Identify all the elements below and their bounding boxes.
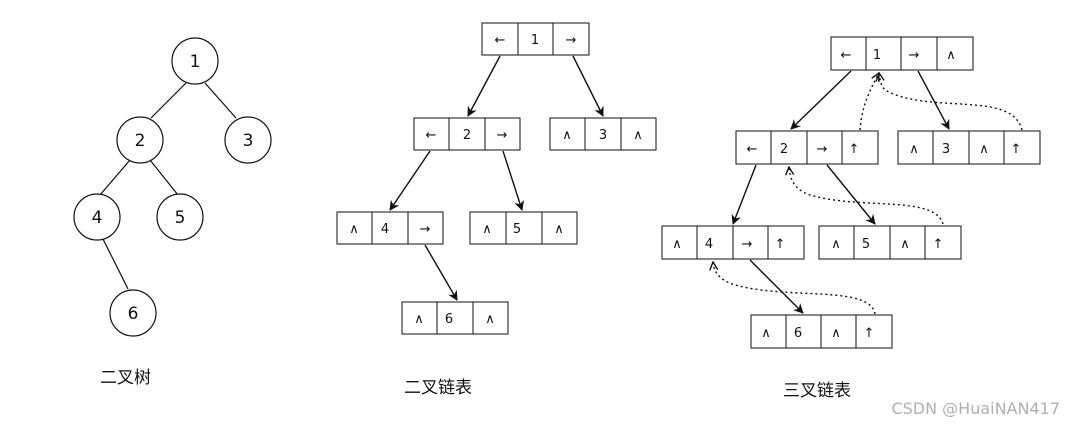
tll-pointer-4-6 — [749, 259, 804, 314]
tll-parent-pointer-6-4 — [713, 262, 876, 315]
tree-node-4-label: 4 — [92, 208, 103, 228]
bll-node-5: ∧ 5 ∧ — [469, 211, 578, 245]
tll-node-5-parent: ↑ — [933, 237, 944, 252]
bll-node-1: ← 1 → — [481, 22, 590, 56]
tree-node-6: 6 — [109, 289, 157, 337]
tree-node-1-label: 1 — [190, 52, 201, 72]
bll-node-5-left: ∧ — [482, 222, 492, 237]
binary-linked-list-caption: 二叉链表 — [404, 378, 472, 398]
tree-node-2-label: 2 — [135, 131, 146, 151]
tll-child-pointers — [731, 70, 950, 314]
tll-node-6-data: 6 — [794, 326, 802, 341]
tll-node-5-left: ∧ — [831, 237, 841, 252]
bll-node-6-left: ∧ — [414, 312, 424, 327]
tll-node-4-data: 4 — [705, 237, 713, 252]
tll-node-4-left: ∧ — [672, 237, 682, 252]
tll-node-6-right: ∧ — [831, 326, 841, 341]
tll-node-6: ∧ 6 ∧ ↑ — [750, 314, 893, 349]
tree-edge-2-4 — [99, 159, 131, 196]
tree-node-1: 1 — [171, 37, 219, 85]
tll-parent-pointer-2-1 — [859, 73, 879, 131]
tree-node-4: 4 — [73, 193, 121, 241]
bll-node-4: ∧ 4 → — [336, 211, 444, 245]
bll-node-3-right: ∧ — [633, 128, 643, 143]
tll-node-3-parent: ↑ — [1011, 142, 1022, 157]
tll-node-1: ← 1 → ∧ — [830, 36, 974, 71]
bll-node-2: ← 2 → — [413, 117, 521, 151]
tree-node-5-label: 5 — [175, 208, 186, 228]
tll-node-3: ∧ 3 ∧ ↑ — [897, 130, 1041, 165]
tree-edge-2-5 — [149, 159, 179, 196]
tll-node-6-parent: ↑ — [864, 326, 875, 341]
bll-node-3: ∧ 3 ∧ — [549, 117, 657, 151]
tree-node-6-label: 6 — [128, 304, 139, 324]
bll-pointers — [389, 55, 604, 301]
tree-edges — [99, 82, 237, 290]
bll-node-5-data: 5 — [513, 222, 521, 237]
bll-node-2-left: ← — [426, 128, 437, 143]
ternary-linked-list: ← 1 → ∧ ← 2 → ↑ ∧ 3 ∧ ↑ — [661, 36, 1041, 401]
binary-tree-caption: 二叉树 — [100, 368, 151, 388]
bll-node-3-data: 3 — [599, 128, 607, 143]
tll-node-6-left: ∧ — [761, 326, 771, 341]
tree-edge-4-6 — [102, 238, 129, 290]
bll-node-5-right: ∧ — [554, 222, 564, 237]
tll-node-2-data: 2 — [780, 142, 788, 157]
tll-node-2-right: → — [817, 142, 828, 157]
bll-node-1-right: → — [566, 33, 577, 48]
tree-node-5: 5 — [156, 193, 204, 241]
tll-node-2-left: ← — [747, 142, 758, 157]
tll-node-2-parent: ↑ — [849, 142, 860, 157]
tll-parent-pointers — [713, 73, 1023, 315]
binary-tree: 1 2 3 4 5 6 二叉树 — [73, 37, 272, 388]
bll-node-2-data: 2 — [463, 128, 471, 143]
tll-node-1-parent: ∧ — [946, 48, 956, 63]
tree-node-3: 3 — [224, 116, 272, 164]
ternary-linked-list-caption: 三叉链表 — [783, 381, 851, 401]
tree-edge-1-2 — [150, 82, 187, 119]
binary-linked-list: ← 1 → ← 2 → ∧ 3 ∧ ∧ 4 → — [336, 22, 657, 398]
tree-node-2: 2 — [116, 116, 164, 164]
tll-parent-pointer-5-2 — [789, 167, 944, 225]
tll-node-5-data: 5 — [862, 237, 870, 252]
bll-node-3-left: ∧ — [562, 128, 572, 143]
tll-node-4: ∧ 4 → ↑ — [661, 225, 805, 260]
watermark: CSDN @HuaiNAN417 — [891, 399, 1060, 418]
bll-node-4-left: ∧ — [349, 222, 359, 237]
tll-node-2: ← 2 → ↑ — [735, 130, 879, 165]
bll-pointer-2-4 — [389, 150, 431, 211]
tll-node-4-right: → — [742, 237, 753, 252]
tll-pointer-2-4 — [731, 164, 757, 225]
bll-node-4-right: → — [420, 222, 431, 237]
bll-node-1-left: ← — [495, 33, 506, 48]
tll-node-3-data: 3 — [942, 142, 950, 157]
tll-pointer-1-3 — [917, 70, 950, 130]
tll-node-3-left: ∧ — [909, 142, 919, 157]
tll-node-4-parent: ↑ — [775, 237, 786, 252]
tll-pointer-2-5 — [826, 164, 876, 225]
bll-node-4-data: 4 — [381, 222, 389, 237]
tll-node-1-right: → — [909, 48, 920, 63]
bll-pointer-1-2 — [467, 55, 501, 117]
bll-node-6: ∧ 6 ∧ — [401, 301, 509, 335]
bll-node-2-right: → — [497, 128, 508, 143]
tree-edge-1-3 — [204, 82, 237, 119]
tll-pointer-1-2 — [790, 70, 852, 130]
tree-node-3-label: 3 — [243, 131, 254, 151]
tll-node-1-left: ← — [841, 48, 852, 63]
bll-pointer-4-6 — [424, 244, 458, 301]
bll-pointer-1-3 — [572, 55, 604, 117]
tll-node-5: ∧ 5 ∧ ↑ — [818, 225, 962, 260]
bll-pointer-2-5 — [502, 150, 525, 211]
bll-node-6-right: ∧ — [485, 312, 495, 327]
tll-node-5-right: ∧ — [900, 237, 910, 252]
tll-parent-pointer-3-1 — [879, 73, 1023, 131]
tll-node-1-data: 1 — [873, 48, 881, 63]
bll-node-6-data: 6 — [445, 312, 453, 327]
bll-node-1-data: 1 — [531, 33, 539, 48]
tll-node-3-right: ∧ — [979, 142, 989, 157]
